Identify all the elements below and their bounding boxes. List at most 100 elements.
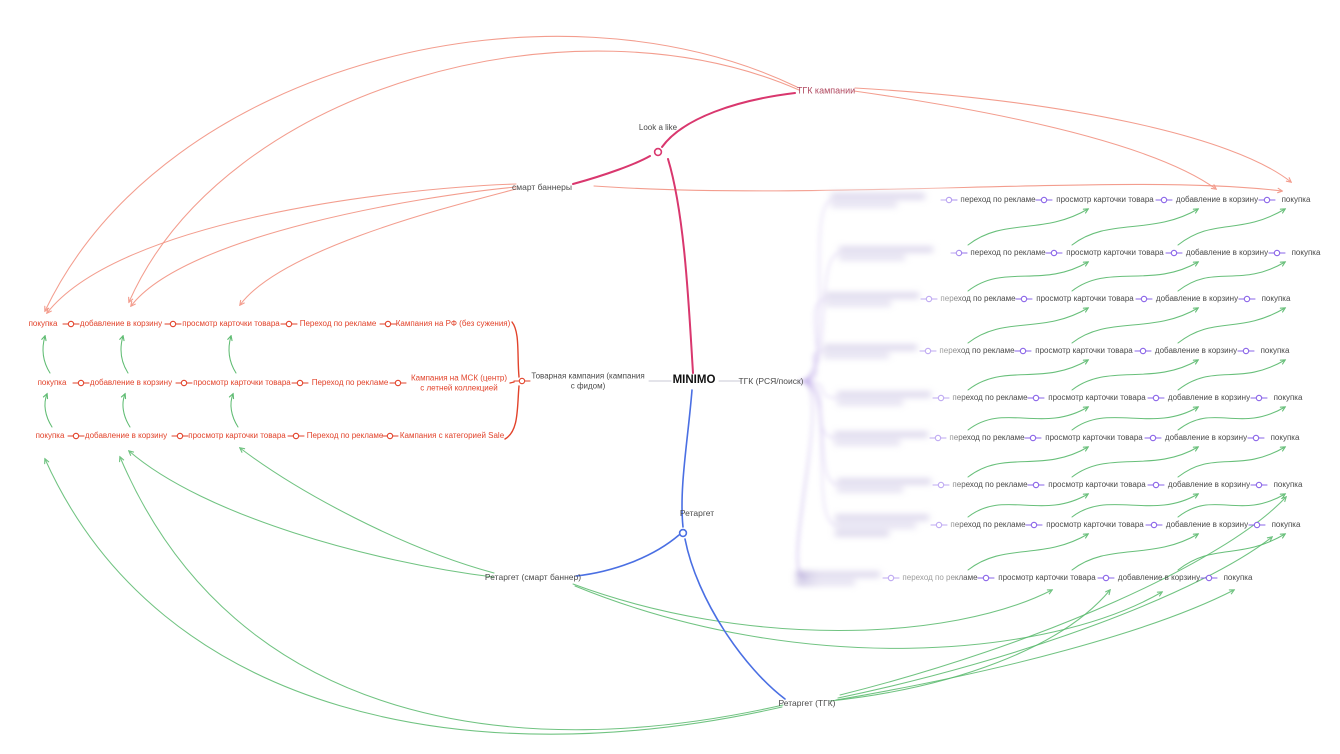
redacted-text-bar <box>836 391 932 397</box>
lattice-green-arrow <box>1071 308 1198 344</box>
right-r2-step-dobavlenie[interactable]: добавление в корзину <box>1185 248 1269 258</box>
left-l3-step-prosmotr[interactable]: просмотр карточки товара <box>188 431 286 441</box>
right-connector-dot <box>945 196 953 204</box>
right-r7-step-perekhod[interactable]: переход по рекламе <box>952 480 1028 490</box>
right-r9-step-perekhod[interactable]: переход по рекламе <box>902 573 978 583</box>
right-r8-step-pokupka[interactable]: покупка <box>1271 520 1301 530</box>
right-r2-step-pokupka[interactable]: покупка <box>1291 248 1321 258</box>
right-r3-step-perekhod[interactable]: переход по рекламе <box>940 294 1016 304</box>
node-product-campaign[interactable]: Товарная кампания (кампания с фидом) <box>531 371 645 390</box>
green-arrow <box>43 336 51 374</box>
green-retarget-arrow <box>120 457 784 731</box>
left-l2-campaign[interactable]: Кампания на МСК (центр) с летней коллекц… <box>410 373 508 392</box>
right-connector-dot <box>1139 347 1147 355</box>
right-connector-dot <box>1273 249 1281 257</box>
salmon-edge <box>240 188 517 305</box>
node-look-a-like[interactable]: Look a like <box>638 123 678 133</box>
left-l1-step-prosmotr[interactable]: просмотр карточки товара <box>182 319 280 329</box>
right-connector-dot <box>982 574 990 582</box>
right-r1-campaign-redacted[interactable] <box>830 188 926 212</box>
left-connector-dot <box>296 379 304 387</box>
right-r6-step-prosmotr[interactable]: просмотр карточки товара <box>1045 433 1143 443</box>
right-r9-step-pokupka[interactable]: покупка <box>1223 573 1253 583</box>
lattice-green-arrow <box>1071 447 1198 478</box>
green-arrow <box>231 394 239 428</box>
right-r2-campaign-redacted[interactable] <box>838 241 934 265</box>
left-l1-step-dobavlenie[interactable]: добавление в корзину <box>79 319 163 329</box>
right-r4-campaign-redacted[interactable] <box>822 339 918 363</box>
right-r9-campaign-redacted[interactable] <box>795 566 881 590</box>
lattice-green-arrow <box>1177 447 1285 478</box>
right-r8-step-prosmotr[interactable]: просмотр карточки товара <box>1046 520 1144 530</box>
left-l1-step-perekhod[interactable]: Переход по рекламе <box>299 319 377 329</box>
left-l1-step-pokupka[interactable]: покупка <box>28 319 58 329</box>
lattice-green-arrow <box>967 209 1088 246</box>
redacted-text-bar <box>836 399 903 405</box>
node-smart-banners[interactable]: смарт баннеры <box>512 181 572 192</box>
right-r5-campaign-redacted[interactable] <box>836 386 932 410</box>
right-r8-step-dobavlenie[interactable]: добавление в корзину <box>1165 520 1249 530</box>
right-r8-campaign-redacted[interactable] <box>834 509 930 541</box>
right-connector-dot <box>1149 434 1157 442</box>
right-r5-step-dobavlenie[interactable]: добавление в корзину <box>1167 393 1251 403</box>
right-r3-step-pokupka[interactable]: покупка <box>1261 294 1291 304</box>
right-r7-step-prosmotr[interactable]: просмотр карточки товара <box>1048 480 1146 490</box>
right-r4-step-pokupka[interactable]: покупка <box>1260 346 1290 356</box>
right-r1-step-dobavlenie[interactable]: добавление в корзину <box>1175 195 1259 205</box>
left-l3-step-dobavlenie[interactable]: добавление в корзину <box>84 431 168 441</box>
right-r2-step-prosmotr[interactable]: просмотр карточки товара <box>1066 248 1164 258</box>
left-l3-step-perekhod[interactable]: Переход по рекламе <box>306 431 384 441</box>
redacted-text-bar <box>824 300 891 306</box>
node-tgk-rsya-poisk[interactable]: ТГК (РСЯ/поиск) <box>738 375 804 386</box>
left-l2-step-pokupka[interactable]: покупка <box>37 378 67 388</box>
right-r4-step-prosmotr[interactable]: просмотр карточки товара <box>1035 346 1133 356</box>
right-connector-dot <box>1152 481 1160 489</box>
right-r7-step-pokupka[interactable]: покупка <box>1273 480 1303 490</box>
left-l3-campaign[interactable]: Кампания с категорией Sale <box>399 431 505 441</box>
salmon-edge <box>129 50 800 302</box>
salmon-edge <box>131 186 517 306</box>
right-r6-step-pokupka[interactable]: покупка <box>1270 433 1300 443</box>
right-r4-step-dobavlenie[interactable]: добавление в корзину <box>1154 346 1238 356</box>
right-r6-step-dobavlenie[interactable]: добавление в корзину <box>1164 433 1248 443</box>
right-r4-step-perekhod[interactable]: переход по рекламе <box>939 346 1015 356</box>
right-r1-step-prosmotr[interactable]: просмотр карточки товара <box>1056 195 1154 205</box>
right-connector-dot <box>1040 196 1048 204</box>
left-l2-step-dobavlenie[interactable]: добавление в корзину <box>89 378 173 388</box>
blue-retarget-edge <box>681 389 693 528</box>
junction-look-a-like[interactable] <box>653 147 663 157</box>
left-l3-step-pokupka[interactable]: покупка <box>35 431 65 441</box>
right-r9-step-dobavlenie[interactable]: добавление в корзину <box>1117 573 1201 583</box>
right-r2-step-perekhod[interactable]: переход по рекламе <box>970 248 1046 258</box>
right-r7-step-dobavlenie[interactable]: добавление в корзину <box>1167 480 1251 490</box>
right-r1-step-pokupka[interactable]: покупка <box>1281 195 1311 205</box>
right-r1-step-perekhod[interactable]: переход по рекламе <box>960 195 1036 205</box>
node-tgk-campaigns[interactable]: ТГК кампании <box>796 85 856 96</box>
left-l2-step-perekhod[interactable]: Переход по рекламе <box>311 378 389 388</box>
right-r6-step-perekhod[interactable]: переход по рекламе <box>949 433 1025 443</box>
node-retarget[interactable]: Ретаргет <box>679 507 715 518</box>
right-r5-step-prosmotr[interactable]: просмотр карточки товара <box>1048 393 1146 403</box>
red-bracket-edge <box>509 381 515 384</box>
right-r6-campaign-redacted[interactable] <box>833 426 929 450</box>
right-connector-dot <box>1032 481 1040 489</box>
node-minimo[interactable]: MINIMO <box>672 374 716 387</box>
right-r7-campaign-redacted[interactable] <box>836 473 932 497</box>
right-r8-step-perekhod[interactable]: переход по рекламе <box>950 520 1026 530</box>
right-r3-step-prosmotr[interactable]: просмотр карточки товара <box>1036 294 1134 304</box>
right-connector-dot <box>1019 347 1027 355</box>
left-l2-step-prosmotr[interactable]: просмотр карточки товара <box>193 378 291 388</box>
left-l1-campaign[interactable]: Кампания на РФ (без сужения) <box>395 319 511 329</box>
right-r5-step-perekhod[interactable]: переход по рекламе <box>952 393 1028 403</box>
lattice-green-arrow <box>967 308 1088 344</box>
node-retarget-smart-banner[interactable]: Ретаргет (смарт баннер) <box>484 571 582 582</box>
right-r3-step-dobavlenie[interactable]: добавление в корзину <box>1155 294 1239 304</box>
right-r5-step-pokupka[interactable]: покупка <box>1273 393 1303 403</box>
junction-retarget[interactable] <box>678 528 688 538</box>
right-r9-step-prosmotr[interactable]: просмотр карточки товара <box>998 573 1096 583</box>
right-connector-dot <box>1205 574 1213 582</box>
node-retarget-tgk[interactable]: Ретаргет (ТГК) <box>778 697 836 708</box>
lattice-green-arrow <box>1177 308 1285 344</box>
right-r3-campaign-redacted[interactable] <box>824 287 920 311</box>
